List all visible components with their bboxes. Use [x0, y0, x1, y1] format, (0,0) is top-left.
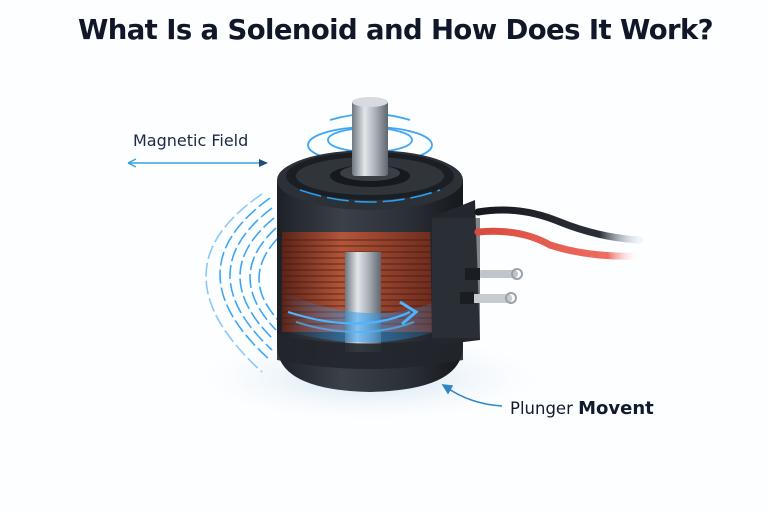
- plunger-label-regular: Plunger: [510, 399, 573, 418]
- black-wire: [474, 206, 644, 244]
- field-lines-left-icon: [205, 193, 279, 373]
- red-wire: [474, 227, 644, 260]
- plunger-movement-label: Plunger Movent: [510, 398, 654, 419]
- field-glow: [282, 292, 440, 343]
- plunger-shaft: [352, 100, 388, 176]
- page-title: What Is a Solenoid and How Does It Work?: [78, 14, 714, 46]
- magnetic-field-label: Magnetic Field: [133, 131, 249, 150]
- plunger-label-bold: Movent: [578, 398, 654, 419]
- magnetic-field-arrow-icon: [127, 158, 268, 168]
- terminal-pins: [460, 268, 523, 304]
- flow-arrow-icon: [287, 300, 419, 334]
- plunger-movement-arrow-icon: [441, 384, 503, 407]
